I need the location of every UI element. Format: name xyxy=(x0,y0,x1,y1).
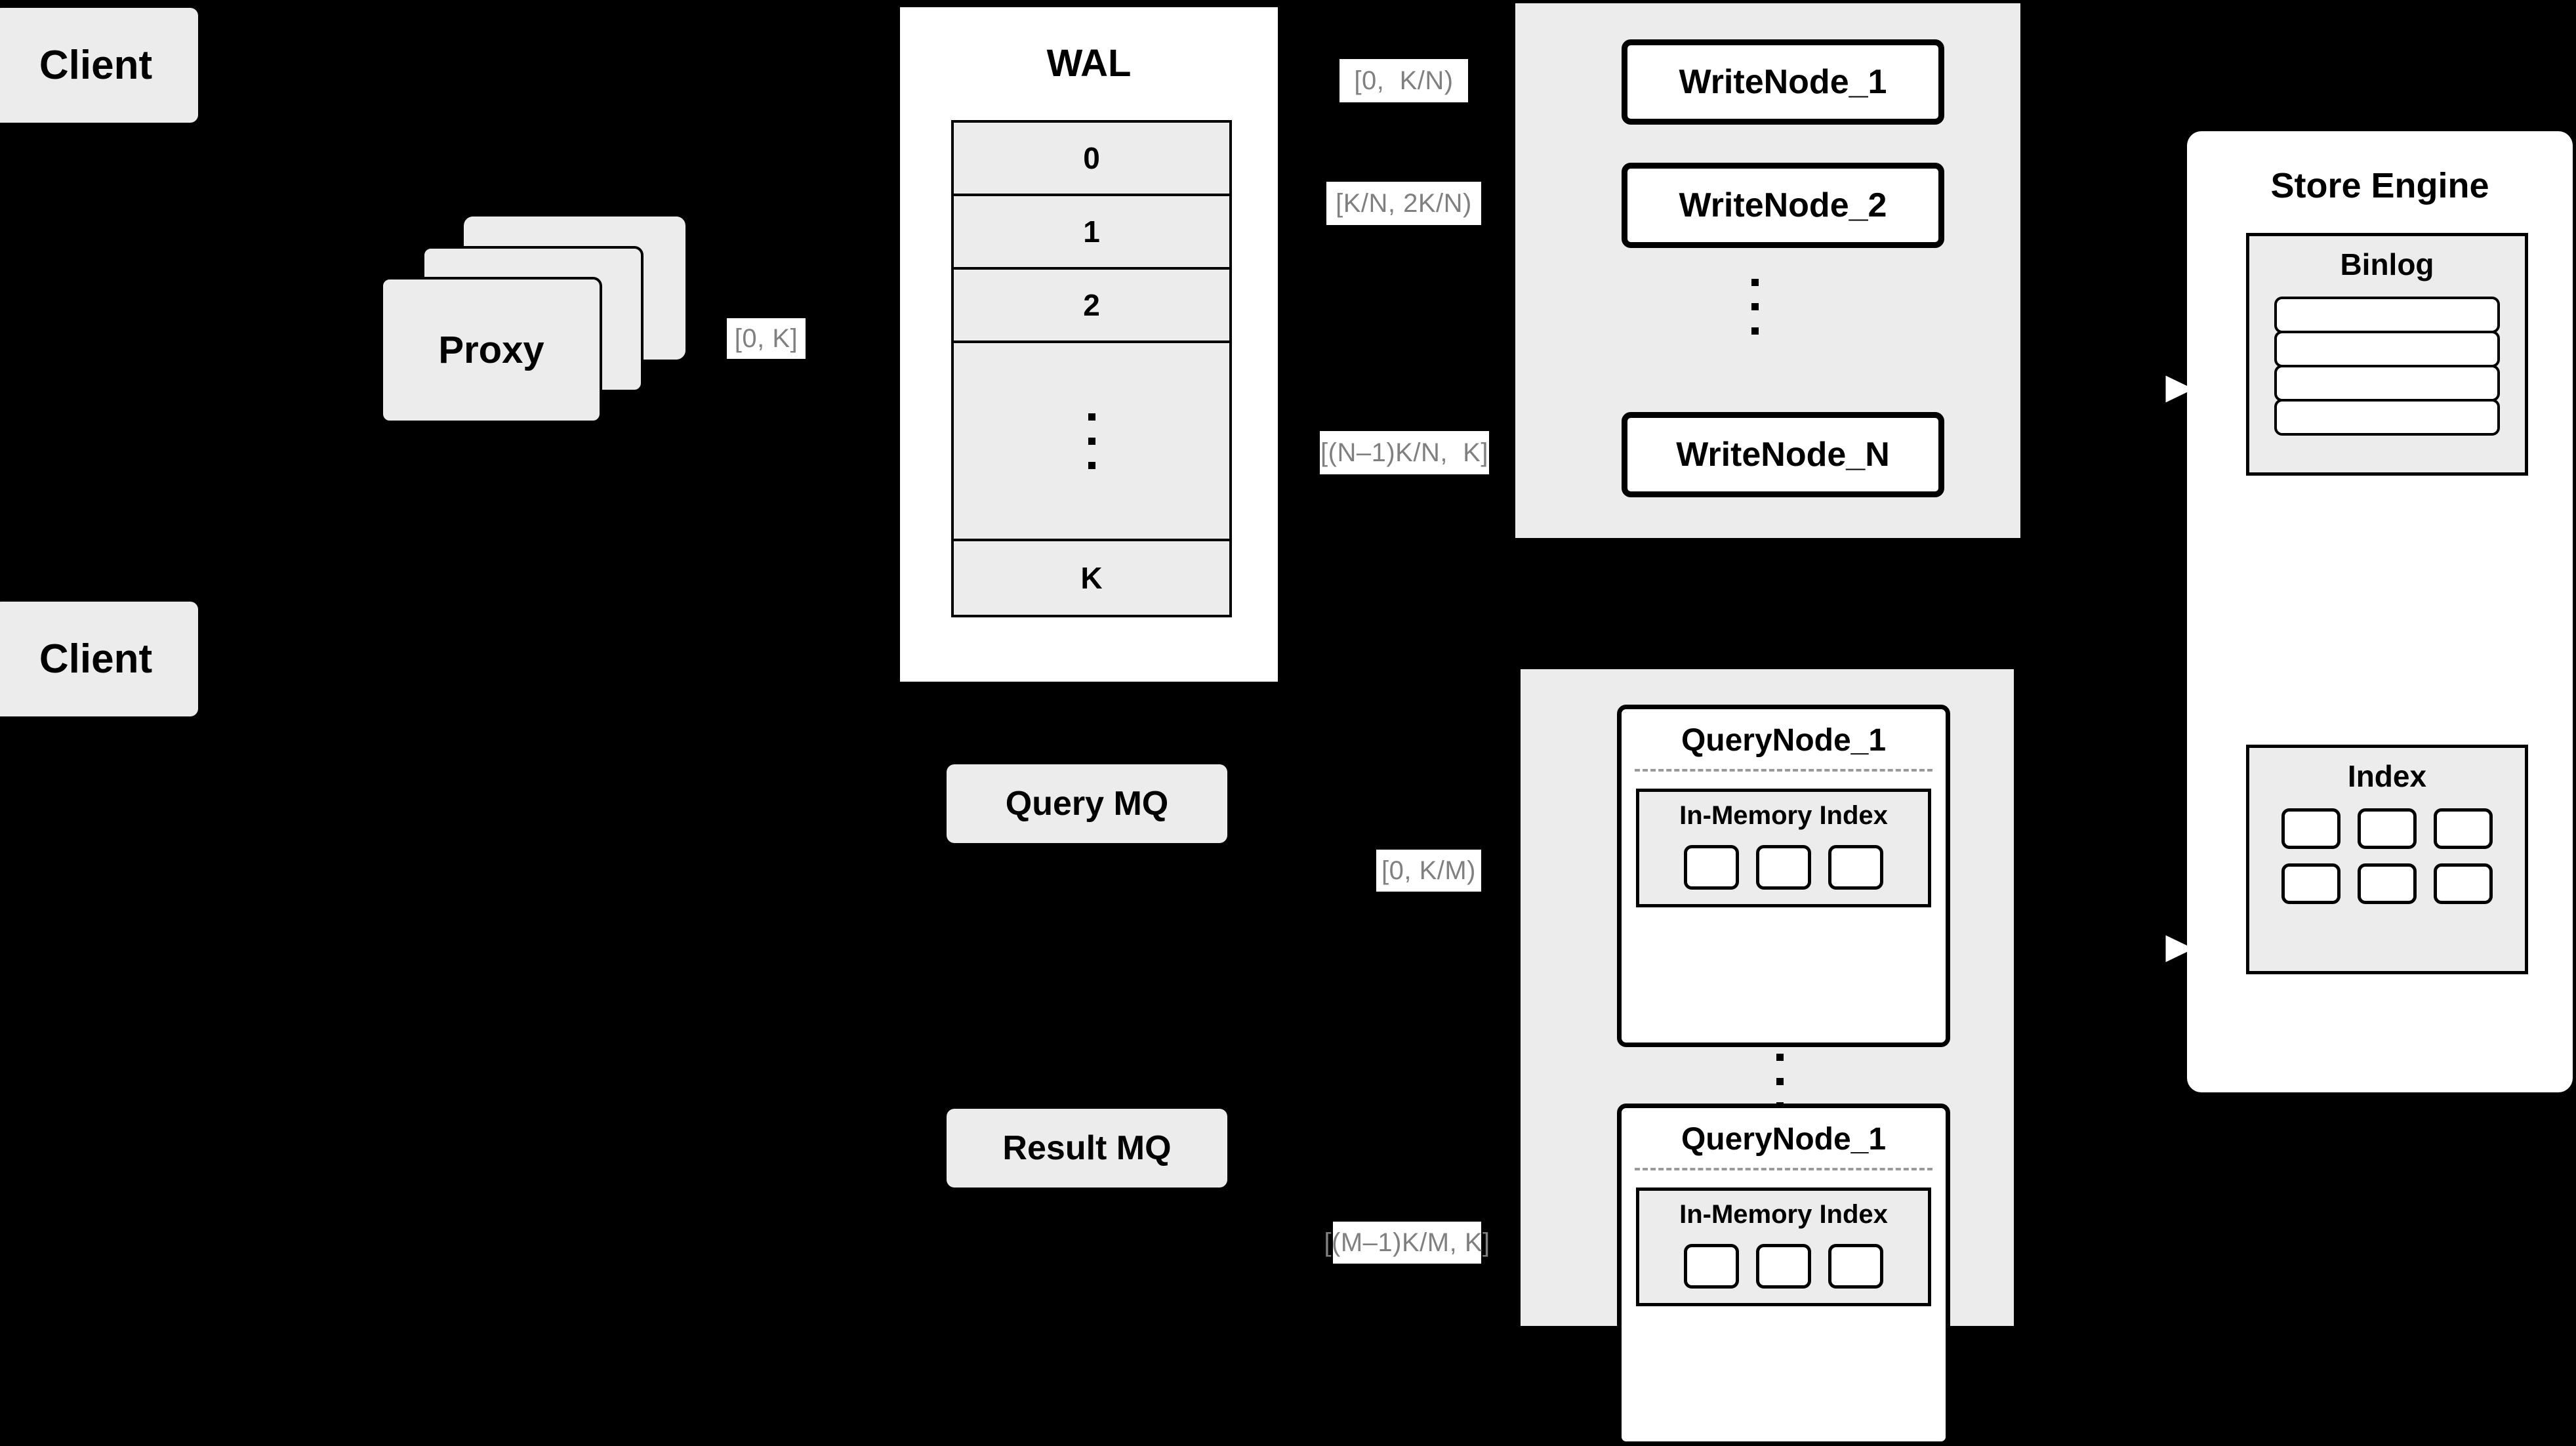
query-mq-box[interactable]: Query MQ xyxy=(947,764,1227,843)
store-engine-card[interactable]: Store Engine Binlog Index xyxy=(2187,131,2573,1092)
client-box-2[interactable]: Client xyxy=(0,602,198,716)
index-cell xyxy=(2281,863,2341,904)
proxy-label: Proxy xyxy=(438,329,544,371)
wal-row: 1 xyxy=(954,196,1229,270)
writenode-box-1[interactable]: WriteNode_1 xyxy=(1622,39,1944,125)
writenode-box-2[interactable]: WriteNode_2 xyxy=(1622,163,1944,248)
arrow-head-binlog-open-icon xyxy=(2162,369,2201,409)
arrow-head-index-open-icon xyxy=(2162,929,2201,968)
wal-row: 2 xyxy=(954,270,1229,343)
binlog-title: Binlog xyxy=(2340,247,2434,281)
in-memory-index-title-1: In-Memory Index xyxy=(1679,801,1888,830)
querynode-vertical-ellipsis-icon xyxy=(1776,1054,1784,1109)
index-cell-row xyxy=(2281,808,2493,849)
proxy-stack[interactable]: Proxy xyxy=(380,217,689,433)
index-cell xyxy=(1684,1244,1739,1289)
result-mq-box[interactable]: Result MQ xyxy=(947,1109,1227,1188)
index-cell xyxy=(2358,808,2417,849)
wal-title: WAL xyxy=(1046,42,1132,85)
range-label-proxy: [0, K] xyxy=(727,318,806,359)
client-label-2: Client xyxy=(39,636,153,682)
writenode-label-1: WriteNode_1 xyxy=(1679,63,1887,101)
arrow-line-binlog xyxy=(2125,387,2165,393)
range-label-querynode-m: [(M–1)K/M, K] xyxy=(1324,1222,1490,1264)
in-memory-index-box-1: In-Memory Index xyxy=(1636,789,1931,907)
index-cell xyxy=(1684,845,1739,890)
vertical-ellipsis-icon xyxy=(1088,413,1095,469)
index-box: Index xyxy=(2246,745,2528,974)
index-cell xyxy=(2281,808,2341,849)
arrow-line-index xyxy=(2125,947,2165,953)
binlog-segment xyxy=(2274,297,2500,333)
wal-row: K xyxy=(954,541,1229,615)
client-box-1[interactable]: Client xyxy=(0,8,198,123)
query-mq-label: Query MQ xyxy=(1005,785,1169,823)
proxy-card-front[interactable]: Proxy xyxy=(380,277,602,423)
index-cell xyxy=(1756,845,1811,890)
wal-row-list: 0 1 2 K xyxy=(951,120,1232,617)
in-memory-index-cells-1 xyxy=(1639,845,1928,890)
range-label-writenode-1: [0, K/N) xyxy=(1339,59,1468,102)
index-cell xyxy=(2358,863,2417,904)
index-cell xyxy=(2434,863,2493,904)
querynode-group: QueryNode_1 In-Memory Index QueryNode_1 … xyxy=(1521,669,2014,1446)
in-memory-index-box-2: In-Memory Index xyxy=(1636,1188,1931,1306)
client-label-1: Client xyxy=(39,43,153,88)
binlog-segment-list xyxy=(2274,297,2500,436)
querynode-divider-2 xyxy=(1635,1168,1932,1170)
index-cell-grid xyxy=(2249,808,2525,904)
in-memory-index-title-2: In-Memory Index xyxy=(1679,1200,1888,1229)
wal-row: 0 xyxy=(954,123,1229,196)
index-cell xyxy=(2434,808,2493,849)
binlog-segment xyxy=(2274,331,2500,367)
writenode-label-n: WriteNode_N xyxy=(1676,436,1890,474)
writenode-label-2: WriteNode_2 xyxy=(1679,186,1887,224)
range-label-writenode-n: [(N–1)K/N, K] xyxy=(1320,431,1489,474)
binlog-segment xyxy=(2274,399,2500,436)
range-label-writenode-2: [K/N, 2K/N) xyxy=(1326,182,1481,225)
result-mq-label: Result MQ xyxy=(1002,1129,1172,1167)
writenode-vertical-ellipsis-icon xyxy=(1751,279,1759,335)
querynode-title-2: QueryNode_1 xyxy=(1681,1122,1887,1157)
querynode-title-1: QueryNode_1 xyxy=(1681,723,1887,758)
querynode-box-2[interactable]: QueryNode_1 In-Memory Index xyxy=(1617,1104,1950,1446)
querynode-divider-1 xyxy=(1635,769,1932,772)
wal-card[interactable]: WAL 0 1 2 K xyxy=(896,3,1282,686)
wal-row-ellipsis xyxy=(954,343,1229,541)
store-engine-title: Store Engine xyxy=(2270,166,2489,205)
range-label-querynode-1: [0, K/M) xyxy=(1376,850,1481,892)
index-cell-row xyxy=(2281,863,2493,904)
in-memory-index-cells-2 xyxy=(1639,1244,1928,1289)
index-cell xyxy=(1828,845,1883,890)
index-cell xyxy=(1828,1244,1883,1289)
querynode-box-1[interactable]: QueryNode_1 In-Memory Index xyxy=(1617,705,1950,1047)
writenode-group: WriteNode_1 WriteNode_2 WriteNode_N xyxy=(1515,3,2020,538)
index-title: Index xyxy=(2347,759,2427,793)
binlog-segment xyxy=(2274,365,2500,402)
writenode-box-n[interactable]: WriteNode_N xyxy=(1622,412,1944,497)
binlog-box: Binlog xyxy=(2246,233,2528,476)
index-cell xyxy=(1756,1244,1811,1289)
